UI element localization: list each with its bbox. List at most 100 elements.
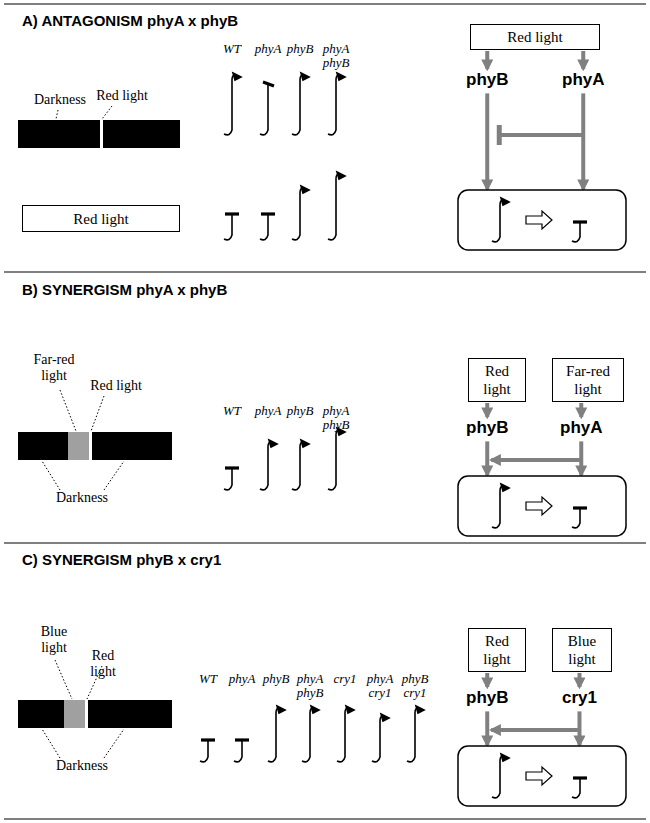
condition-label: Red light (86, 378, 146, 394)
condition-label: Darkness (52, 490, 112, 506)
seedling-icon (292, 440, 309, 490)
etiolated-seedling (492, 756, 503, 798)
etiolated-seedling (492, 200, 503, 242)
seedling-stem (337, 713, 345, 762)
de-etiolated-seedling (572, 778, 580, 798)
condition-label: Far-red light (26, 352, 82, 384)
node-text: cry1 (562, 688, 597, 708)
seedling-icon (328, 73, 345, 135)
seedling-icon (200, 740, 215, 762)
seedling-icon (260, 214, 275, 240)
seedling-stem (268, 713, 276, 762)
panel-rule (4, 271, 646, 272)
closed-cotyledons (501, 198, 509, 205)
half-open-cotyledons (263, 82, 274, 86)
seedling-stem (292, 193, 300, 240)
condition-label: Darkness (30, 92, 90, 108)
transition-arrow (526, 497, 552, 515)
node-text: Red light (73, 210, 128, 228)
seedling-stem (328, 435, 336, 490)
transition-arrow (526, 767, 552, 785)
seedling-stem (200, 745, 208, 762)
seedling-stem (292, 447, 300, 490)
response-icons (492, 484, 587, 528)
genotype-label: phyA phyB (319, 42, 353, 71)
genotype-label: phyB (283, 404, 317, 418)
panel-rules (4, 4, 646, 819)
closed-cotyledons (346, 706, 354, 713)
seedling-icon (292, 73, 309, 135)
seedling-stem (407, 713, 415, 762)
seedling-icon (224, 214, 239, 240)
genotype-label: cry1 (328, 672, 362, 686)
pathway-arrow (581, 93, 585, 189)
closed-cotyledons (337, 172, 345, 179)
seedling-stem (328, 80, 336, 135)
photoreceptor: phyA (562, 70, 605, 90)
pathway-arrow (485, 441, 489, 475)
promotion-arrow (491, 728, 579, 732)
photoreceptor: phyB (466, 418, 509, 438)
seedling-stem (241, 740, 243, 745)
seedling-icon (292, 186, 309, 240)
seedling-stem (207, 740, 209, 745)
closed-cotyledons (416, 706, 424, 713)
light-box: Red light (468, 628, 526, 672)
closed-cotyledons (337, 73, 345, 80)
leader-line (56, 110, 58, 119)
light-arrow (485, 673, 489, 687)
condition-label: Red light (92, 88, 152, 104)
closed-cotyledons (301, 73, 309, 80)
leader-line (104, 729, 124, 758)
far-red-pulse (68, 432, 89, 460)
red-pulse (85, 700, 88, 728)
node-text: phyB (466, 70, 509, 90)
genotype-label: WT (191, 672, 225, 686)
seedling-stem (292, 80, 300, 135)
closed-cotyledons (501, 484, 509, 491)
node-text: Red light (477, 632, 517, 668)
open-cotyledons (573, 506, 587, 509)
seedling-icon (234, 740, 249, 762)
light-arrow (485, 51, 489, 69)
light-box: Red light (468, 358, 526, 402)
closed-cotyledons (277, 706, 285, 713)
leader-line (42, 461, 60, 490)
seedling-icon (328, 428, 345, 490)
genotype-label: phyA (225, 672, 259, 686)
red-pulse (100, 120, 103, 148)
closed-cotyledons (381, 714, 389, 721)
light-box: Far-red light (552, 358, 624, 402)
leader-line (104, 461, 124, 490)
node-text: Red light (477, 362, 517, 398)
node-text: phyB (466, 418, 509, 438)
node-text: Blue light (561, 632, 603, 668)
seedling-icon (328, 172, 345, 240)
genotype-label: phyB cry1 (398, 672, 432, 701)
response-box (458, 746, 626, 806)
seedling-stem (231, 214, 233, 219)
genotype-label: phyB (259, 672, 293, 686)
inhibition-line (499, 133, 583, 137)
pathway-arrow (485, 711, 489, 745)
node-text: Red light (479, 28, 591, 46)
seedling-icon (260, 82, 274, 135)
genotype-label: phyA (251, 404, 285, 418)
light-box: Red light (470, 24, 600, 50)
seedling-stem (260, 219, 268, 240)
leader-line (55, 660, 72, 699)
light-arrow (485, 403, 489, 417)
open-cotyledons (573, 220, 587, 223)
darkness-bar (18, 700, 172, 728)
seedling-stem (231, 468, 233, 473)
photoreceptor: phyB (466, 70, 509, 90)
genotype-label: phyA phyB (293, 672, 327, 701)
etiolated-seedling (492, 486, 503, 528)
condition-label: Blue light (30, 624, 78, 656)
node-text: phyA (560, 418, 603, 438)
panel-rule (4, 3, 646, 4)
closed-cotyledons (311, 706, 319, 713)
panel-title: C) SYNERGISM phyB x cry1 (22, 551, 221, 569)
de-etiolated-seedling (572, 222, 580, 242)
